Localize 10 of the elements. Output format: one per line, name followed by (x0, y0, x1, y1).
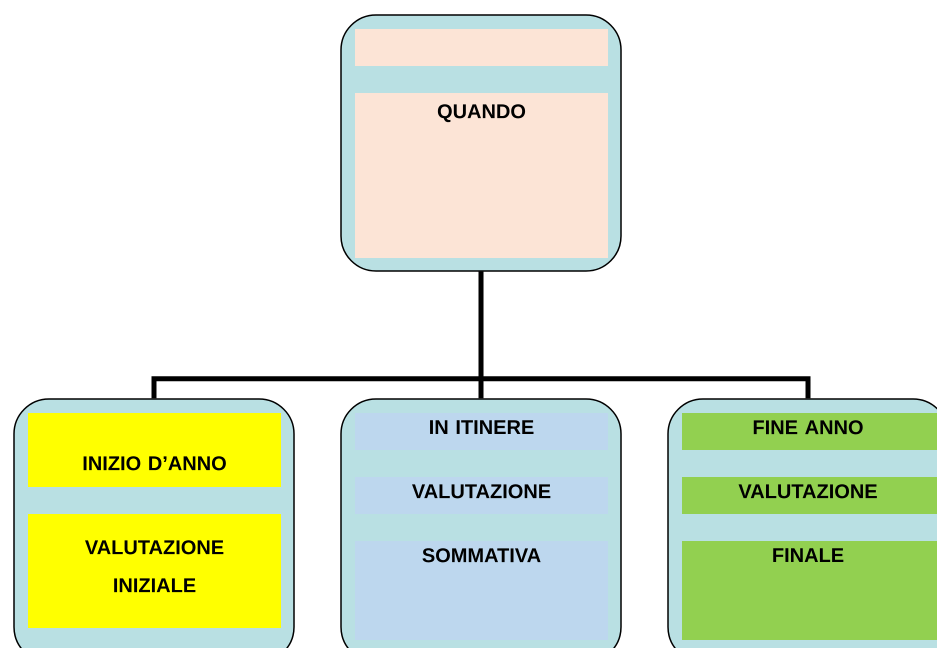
text-band: VALUTAZIONE INIZIALE (28, 514, 281, 628)
text-band: VALUTAZIONE (355, 477, 608, 514)
text-band: INIZIO D’ANNO (28, 413, 281, 487)
text-band: QUANDO (355, 93, 608, 258)
connector (478, 272, 810, 398)
text-band: IN ITINERE (355, 413, 608, 450)
text-band: SOMMATIVA (355, 541, 608, 640)
text-band: FINALE (682, 541, 937, 640)
text-band: FINE ANNO (682, 413, 937, 450)
text-band: VALUTAZIONE (682, 477, 937, 514)
